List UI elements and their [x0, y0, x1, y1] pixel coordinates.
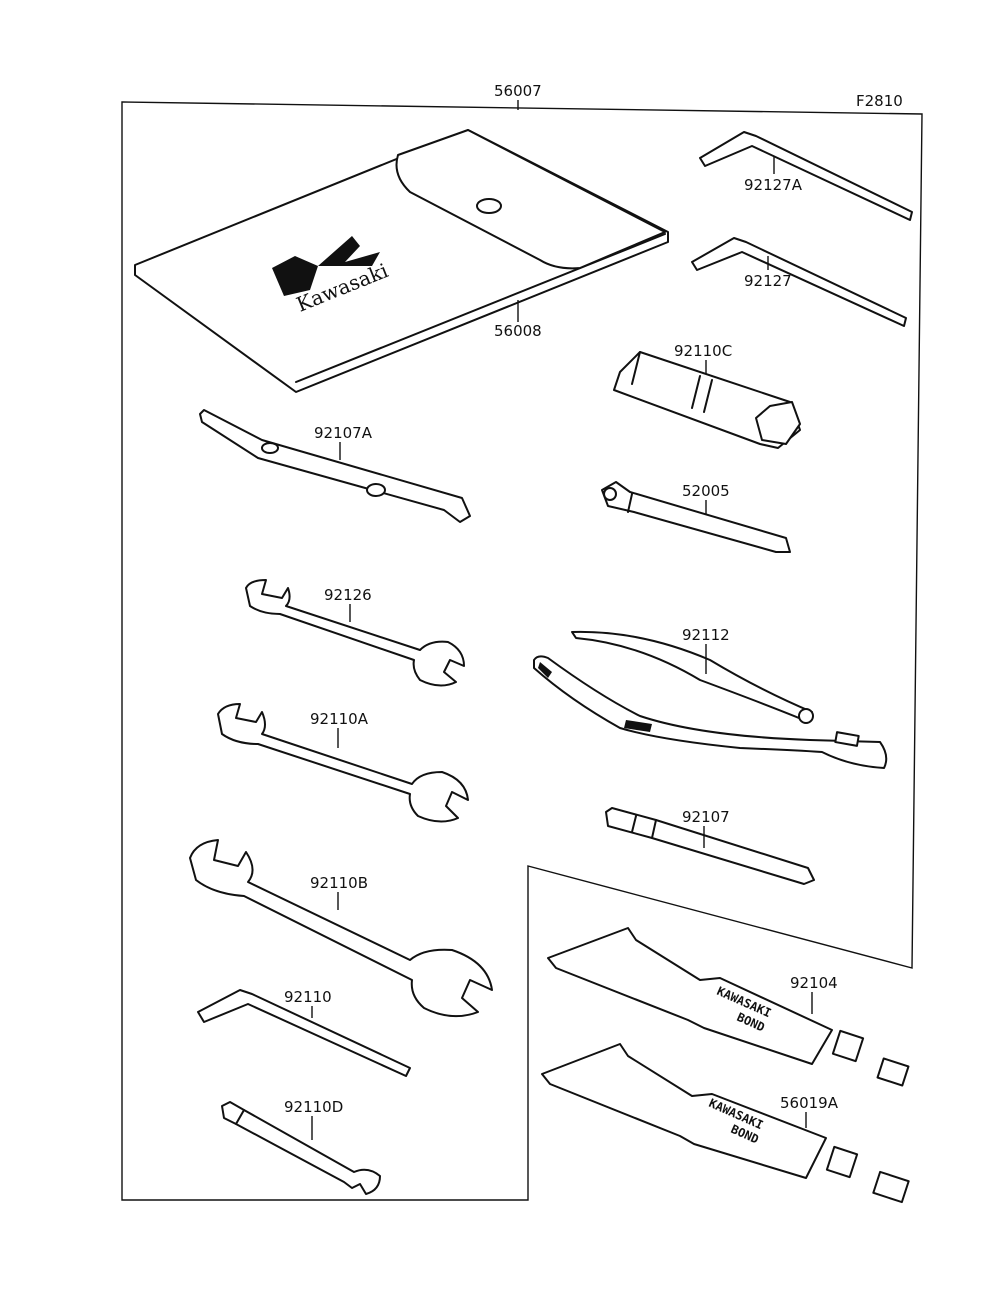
wrench-92126 — [245, 579, 465, 687]
plug-wrench-92110c — [613, 351, 801, 449]
pliers-92112 — [533, 630, 888, 769]
label-wrench-92110b: 92110B — [310, 874, 368, 892]
spanner-92110d — [221, 1101, 381, 1195]
screwdriver-handle-92107a — [199, 409, 471, 523]
label-handle-52005: 52005 — [682, 482, 730, 500]
bond-tube-56019a: KAWASAKI BOND — [541, 1043, 910, 1204]
hex-key-92127 — [691, 237, 907, 327]
wrench-92110a — [217, 703, 469, 823]
label-pliers: 92112 — [682, 626, 730, 644]
label-plug-wrench: 92110C — [674, 342, 732, 360]
label-hex-key-92110: 92110 — [284, 988, 332, 1006]
screwdriver-92107 — [605, 807, 815, 885]
label-hex-key-a: 92127A — [744, 176, 803, 194]
tool-pouch: Kawasaki — [134, 129, 669, 393]
label-screwdriver: 92107 — [682, 808, 730, 826]
snap-button — [476, 198, 502, 214]
label-wrench-92126: 92126 — [324, 586, 372, 604]
hex-key-92127a — [699, 131, 913, 221]
kit-boundary — [121, 101, 923, 1201]
hex-key-92110 — [197, 989, 411, 1077]
label-spanner-92110d: 92110D — [284, 1098, 343, 1116]
label-bond-tube: 92104 — [790, 974, 838, 992]
label-hex-key: 92127 — [744, 272, 792, 290]
bond-tube-92104: KAWASAKI BOND — [547, 927, 910, 1087]
kit-label: 56007 — [494, 82, 542, 100]
handle-52005 — [601, 481, 791, 553]
label-screwdriver-handle: 92107A — [314, 424, 373, 442]
wrench-92110b — [189, 839, 493, 1018]
label-bond-tube-a: 56019A — [780, 1094, 839, 1112]
figure-code: F2810 — [856, 92, 903, 110]
label-wrench-92110a: 92110A — [310, 710, 369, 728]
label-pouch: 56008 — [494, 322, 542, 340]
